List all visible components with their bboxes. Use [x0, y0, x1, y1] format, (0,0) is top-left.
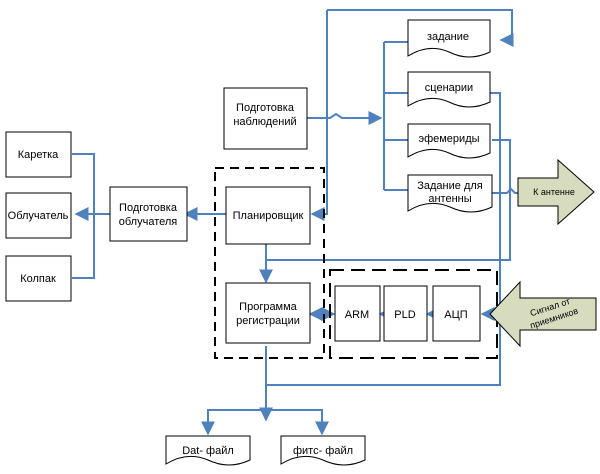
- programma-registratsii-label-2: регистрации: [236, 315, 300, 327]
- fits-fail-doc: [280, 435, 366, 466]
- zadanie-antenny-label-2: антенны: [428, 193, 471, 205]
- stsenarii-label: сценарии: [425, 82, 473, 94]
- podgotovka-obluchatelya-label-1: Подготовка: [119, 202, 178, 214]
- connector-obluchatel-bus: [72, 212, 95, 279]
- planirovshchik-box: [225, 186, 311, 245]
- efemeridy-label: эфемериды: [418, 133, 479, 145]
- zadanie-doc: [407, 19, 491, 58]
- zadanie-label: задание: [427, 31, 469, 43]
- karetka-box: [5, 131, 72, 178]
- connectors: [72, 9, 535, 436]
- podgotovka-obluchatelya-box: [109, 186, 188, 242]
- obluchatel-box: [5, 192, 72, 239]
- dat-fail-label: Dat- файл: [182, 445, 234, 457]
- kolpak-label: Колпак: [20, 273, 56, 285]
- dat-fail-doc: [165, 435, 251, 466]
- antenna-arrow: [517, 158, 595, 226]
- pld-box: [383, 285, 428, 342]
- planirovshchik-label: Планировщик: [233, 210, 304, 222]
- arm-box: [334, 285, 381, 342]
- fits-fail-label: фитс- файл: [293, 445, 353, 457]
- adc-box: [432, 285, 481, 342]
- efemeridy-doc: [407, 123, 491, 159]
- connector-top-loop: [327, 9, 514, 47]
- zadanie-antenny-label-1: Задание для: [417, 180, 483, 192]
- connector-efemeridy-right: [266, 139, 511, 261]
- pld-label: PLD: [394, 309, 415, 321]
- podgotovka-nablyudeniy-label-2: наблюдений: [233, 116, 296, 128]
- karetka-label: Каретка: [18, 149, 59, 161]
- signal-arrow: [489, 280, 597, 348]
- podgotovka-obluchatelya-label-2: облучателя: [119, 216, 178, 228]
- antenna-arrow-label: К антенне: [533, 187, 575, 197]
- programma-registratsii-label-1: Программа: [239, 301, 298, 313]
- connector-to-fits: [266, 409, 329, 436]
- connector-to-dat: [201, 409, 266, 436]
- arm-label: ARM: [345, 309, 369, 321]
- connector-loop-to-planner: [310, 10, 328, 221]
- adc-label: АЦП: [444, 309, 467, 321]
- podgotovka-nablyudeniy-label-1: Подготовка: [236, 102, 295, 114]
- podgotovka-nablyudeniy-box: [223, 87, 308, 150]
- obluchatel-label: Облучатель: [8, 210, 69, 222]
- programma-registratsii-box: [225, 282, 311, 344]
- connector-obs-to-docs: [307, 111, 383, 125]
- stsenarii-doc: [407, 71, 491, 108]
- connector-stsenarii-right: [266, 92, 501, 386]
- kolpak-box: [5, 255, 72, 302]
- connector-karetka: [72, 153, 95, 212]
- zadanie-antenny-doc: [407, 174, 493, 213]
- planner-group-frame: [214, 167, 325, 359]
